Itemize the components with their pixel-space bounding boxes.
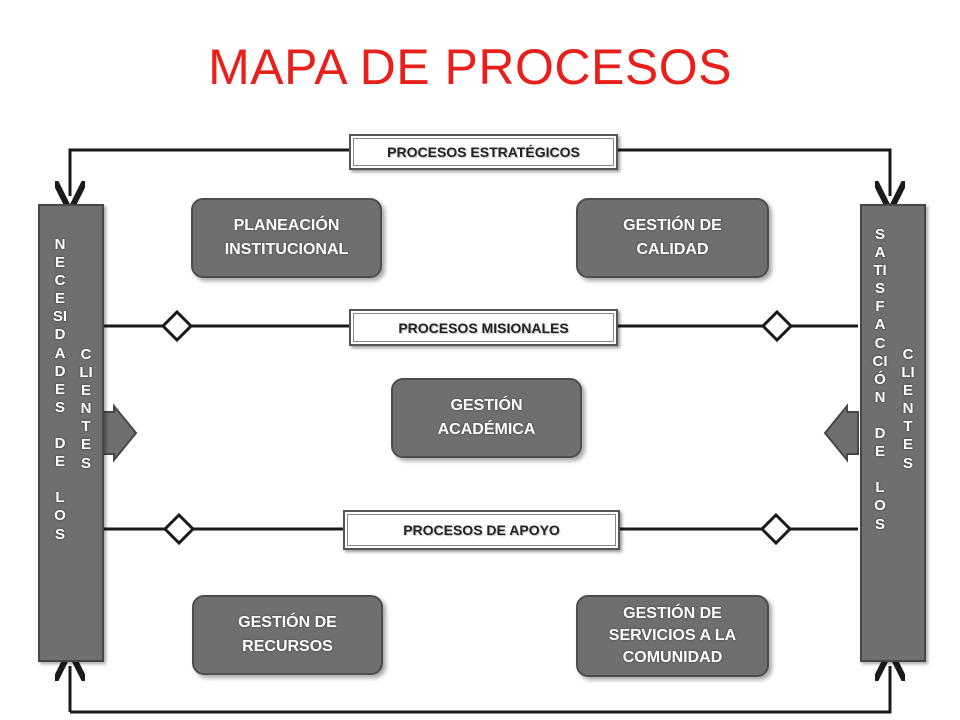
- diamond-connector-icon: [160, 309, 794, 546]
- left-column-inner-text: CLIENTES: [79, 346, 93, 472]
- right-output-arrow-icon: [823, 403, 859, 463]
- right-column-inner-text: CLIENTES: [901, 346, 915, 472]
- page-title: MAPA DE PROCESOS: [208, 39, 732, 95]
- banner-misionales-label: PROCESOS MISIONALES: [353, 313, 614, 342]
- box-gestion-academica: GESTIÓN ACADÉMICA: [391, 378, 582, 458]
- right-column-satisfaccion: SATISFACCIÓN DE LOS CLIENTES: [860, 204, 926, 662]
- box-gestion-servicios: GESTIÓN DE SERVICIOS A LA COMUNIDAD: [576, 595, 769, 677]
- top-feedback-line-right: [615, 148, 890, 196]
- banner-estrategicos-label: PROCESOS ESTRATÉGICOS: [353, 138, 614, 166]
- banner-procesos-apoyo: PROCESOS DE APOYO: [343, 510, 620, 550]
- left-column-necesidades: NECESIDADES DE LOS CLIENTES: [38, 204, 104, 662]
- bottom-feedback-line-right: [70, 666, 890, 714]
- box-planeacion-institucional: PLANEACIÓN INSTITUCIONAL: [191, 198, 382, 278]
- top-feedback-line: [70, 148, 350, 196]
- left-column-outer-text: NECESIDADES DE LOS: [52, 236, 68, 543]
- banner-apoyo-label: PROCESOS DE APOYO: [347, 514, 616, 546]
- banner-procesos-misionales: PROCESOS MISIONALES: [349, 309, 618, 346]
- box-gestion-calidad: GESTIÓN DE CALIDAD: [576, 198, 769, 278]
- box-gestion-recursos: GESTIÓN DE RECURSOS: [192, 595, 383, 675]
- banner-procesos-estrategicos: PROCESOS ESTRATÉGICOS: [349, 134, 618, 170]
- left-input-arrow-icon: [102, 403, 138, 463]
- right-column-outer-text: SATISFACCIÓN DE LOS: [872, 226, 888, 533]
